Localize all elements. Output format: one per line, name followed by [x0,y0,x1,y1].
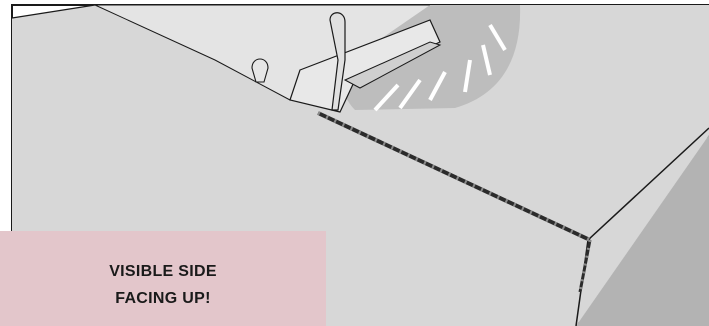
kerf-side-ticks [578,239,592,293]
guard-lip [343,41,442,89]
blade-teeth [373,23,507,112]
left-clip [251,58,269,83]
caption-line-1: VISIBLE SIDE [109,262,217,280]
kerf-cut-line [317,111,591,242]
panel-edge-line [11,4,96,19]
saw-blade [342,5,521,110]
caption-box: VISIBLE SIDE FACING UP! [0,231,326,326]
riving-knife [329,12,346,111]
caption-line-2: FACING UP! [115,289,211,307]
